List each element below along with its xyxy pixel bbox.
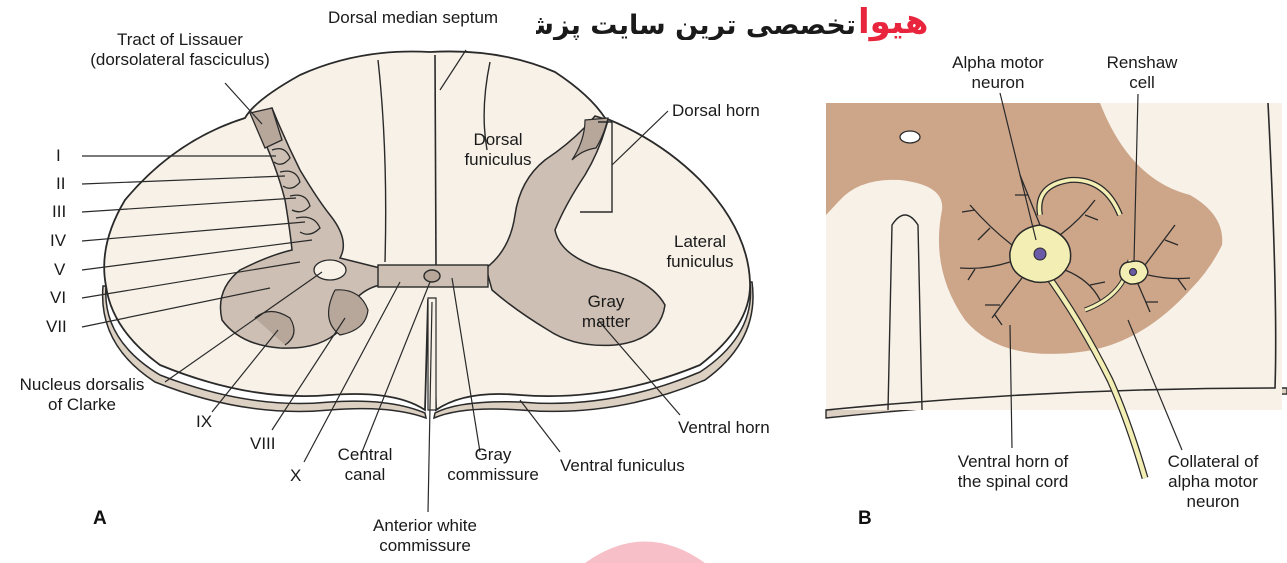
label-ventral-horn-b-line1: Ventral horn of <box>938 452 1088 472</box>
label-collateral: Collateral of alpha motor neuron <box>1148 452 1278 512</box>
lamina-label-1: I <box>56 146 61 166</box>
label-lateral-funiculus: Lateral funiculus <box>650 232 750 272</box>
label-ventral-horn-b-line2: the spinal cord <box>938 472 1088 492</box>
label-dorsal-median-septum: Dorsal median septum <box>328 8 498 28</box>
label-gray-matter-line1: Gray <box>566 292 646 312</box>
label-renshaw-line2: cell <box>1092 73 1192 93</box>
label-ventral-horn-b: Ventral horn of the spinal cord <box>938 452 1088 492</box>
label-dorsal-horn: Dorsal horn <box>672 101 760 121</box>
clarke-nucleus <box>314 260 346 280</box>
label-gray-matter-line2: matter <box>566 312 646 332</box>
label-lateral-funiculus-line1: Lateral <box>650 232 750 252</box>
label-anterior-white-commissure: Anterior white commissure <box>350 516 500 556</box>
label-ventral-horn: Ventral horn <box>678 418 770 438</box>
label-collateral-line1: Collateral of <box>1148 452 1278 472</box>
label-dorsal-funiculus-line1: Dorsal <box>448 130 548 150</box>
label-gray-matter: Gray matter <box>566 292 646 332</box>
label-anterior-white-line2: commissure <box>350 536 500 556</box>
label-nucleus-clarke-line1: Nucleus dorsalis <box>2 375 162 395</box>
panel-a-label: A <box>93 508 107 530</box>
label-renshaw-line1: Renshaw <box>1092 53 1192 73</box>
label-gray-commissure-line2: commissure <box>438 465 548 485</box>
lamina-label-6: VI <box>50 288 66 308</box>
lamina-label-5: V <box>54 260 65 280</box>
lamina-label-10: X <box>290 466 301 486</box>
panel-b-label: B <box>858 508 872 530</box>
label-nucleus-clarke: Nucleus dorsalis of Clarke <box>2 375 162 415</box>
label-central-canal-line2: canal <box>325 465 405 485</box>
label-alpha-motor-neuron: Alpha motor neuron <box>928 53 1068 93</box>
lamina-label-9: IX <box>196 412 212 432</box>
central-canal <box>424 270 440 282</box>
label-tract-lissauer: Tract of Lissauer (dorsolateral fascicul… <box>70 30 290 70</box>
watermark-tagline: تخصصی ترین سایت پزشکی کشور <box>536 10 856 40</box>
label-collateral-line3: neuron <box>1148 492 1278 512</box>
lamina-label-7: VII <box>46 317 67 337</box>
panel-a-cross-section <box>82 50 753 512</box>
label-central-canal: Central canal <box>325 445 405 485</box>
label-dorsal-funiculus-line2: funiculus <box>448 150 548 170</box>
lamina-label-2: II <box>56 174 65 194</box>
label-gray-commissure-line1: Gray <box>438 445 548 465</box>
renshaw-nucleus <box>1130 269 1137 276</box>
dorsal-septum-line <box>435 55 436 265</box>
label-nucleus-clarke-line2: of Clarke <box>2 395 162 415</box>
label-dorsal-funiculus: Dorsal funiculus <box>448 130 548 170</box>
label-alpha-line1: Alpha motor <box>928 53 1068 73</box>
label-tract-lissauer-line2: (dorsolateral fasciculus) <box>70 50 290 70</box>
label-central-canal-line1: Central <box>325 445 405 465</box>
lamina-label-8: VIII <box>250 434 276 454</box>
label-alpha-line2: neuron <box>928 73 1068 93</box>
label-collateral-line2: alpha motor <box>1148 472 1278 492</box>
label-anterior-white-line1: Anterior white <box>350 516 500 536</box>
label-lateral-funiculus-line2: funiculus <box>650 252 750 272</box>
label-renshaw-cell: Renshaw cell <box>1092 53 1192 93</box>
lamina-label-3: III <box>52 202 66 222</box>
label-ventral-funiculus: Ventral funiculus <box>560 456 685 476</box>
label-tract-lissauer-line1: Tract of Lissauer <box>70 30 290 50</box>
panel-b-fissure <box>888 215 922 410</box>
watermark-arc <box>585 542 705 563</box>
lamina-label-4: IV <box>50 231 66 251</box>
alpha-neuron-nucleus <box>1034 248 1046 260</box>
panel-b-canal <box>900 131 920 143</box>
watermark-brand: هیوا <box>858 2 928 42</box>
panel-b-neuron <box>826 93 1287 478</box>
label-gray-commissure: Gray commissure <box>438 445 548 485</box>
